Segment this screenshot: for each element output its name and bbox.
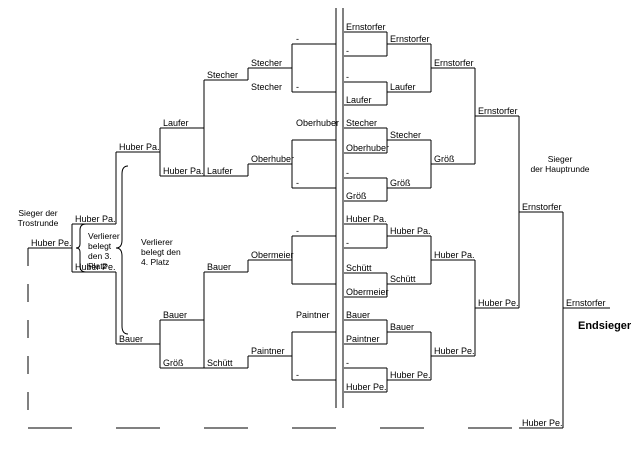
cb-c1-name: -	[296, 82, 299, 92]
sieger-hauptrunde-line1: Sieger	[547, 154, 573, 164]
wb-r1-name: -	[346, 358, 349, 368]
wb-r3-name: Größ	[434, 154, 455, 164]
wb-r2-name: Bauer	[390, 322, 415, 332]
sieger-trostrunde-line1: Sieger der	[18, 208, 58, 218]
wb-r1-name: Obermeier	[346, 287, 389, 297]
wb-r2-name: Laufer	[390, 82, 416, 92]
wb-r2-name: Stecher	[390, 130, 422, 140]
final-right-name: Ernstorfer	[566, 298, 606, 308]
cb-c2-name: Obermeier	[251, 250, 294, 260]
sieger-hauptrunde-line2: der Hauptrunde	[530, 164, 590, 174]
wb-r2-name: Huber Pa.	[390, 226, 431, 236]
cb-c5-name: Bauer	[119, 334, 144, 344]
wb-r2-name: Huber Pe.	[390, 370, 431, 380]
wb-r1-name: Laufer	[346, 95, 372, 105]
cb-c7-name: Huber Pe.	[31, 238, 72, 248]
wb-r2-name: Schütt	[390, 274, 416, 284]
wb-r1-name: -	[346, 46, 349, 56]
verlierer-platz-3-note: Verlierer belegt den 3. Platz	[88, 231, 120, 271]
cb-c5-name: Huber Pa.	[119, 142, 160, 152]
cb-c6-name: Huber Pa.	[75, 214, 116, 224]
brace-platz-4-icon	[115, 165, 129, 335]
wb-r4-name: Huber Pe.	[478, 298, 519, 308]
cb-c2-name: Oberhuber	[251, 154, 295, 164]
sieger-hauptrunde-label: Sieger der Hauptrunde	[520, 154, 600, 174]
sieger-trostrunde-line2: Trostrunde	[17, 218, 59, 228]
wb-r1-name: Huber Pe.	[346, 382, 387, 392]
wb-r1-name: Schütt	[346, 263, 372, 273]
wb-r3-name: Ernstorfer	[434, 58, 474, 68]
brace-platz-3-icon	[75, 223, 87, 273]
wb-r4-name: Ernstorfer	[478, 106, 518, 116]
sieger-trostrunde-label: Sieger der Trostrunde	[8, 208, 68, 228]
verlierer-platz-4-note: Verlierer belegt den 4. Platz	[141, 237, 181, 267]
cb-c3-name: Stecher	[207, 70, 239, 80]
wb-r5-name: Ernstorfer	[522, 202, 562, 212]
cb-c2-name: Paintner	[251, 346, 285, 356]
cb-c4-name: Größ	[163, 358, 184, 368]
wb-r3-name: Huber Pe.	[434, 346, 475, 356]
wb-r3-name: Huber Pa.	[434, 250, 475, 260]
cb-c1-name: Oberhuber	[296, 118, 340, 128]
cb-c4-name: Huber Pa.	[163, 166, 204, 176]
wb-r1-name: Stecher	[346, 118, 378, 128]
cb-c3-name: Laufer	[207, 166, 233, 176]
cb-c6-name: Huber Pe.	[75, 262, 116, 272]
wb-r2-name: Größ	[390, 178, 411, 188]
cb-c1-name: -	[296, 226, 299, 236]
wb-r1-name: Ernstorfer	[346, 22, 386, 32]
wb-r2-name: Ernstorfer	[390, 34, 430, 44]
final-left-name: Huber Pe.	[522, 418, 563, 428]
cb-c3-name: Bauer	[207, 262, 232, 272]
wb-r1-name: Huber Pa.	[346, 214, 387, 224]
endsieger-label: Endsieger	[578, 320, 632, 332]
cb-c4-name: Bauer	[163, 310, 188, 320]
wb-r1-name: Bauer	[346, 310, 371, 320]
cb-c1-name: -	[296, 178, 299, 188]
wb-r1-name: Paintner	[346, 334, 380, 344]
cb-c1-name: Stecher	[251, 82, 283, 92]
cb-c1-name: -	[296, 34, 299, 44]
wb-r1-name: -	[346, 72, 349, 82]
wb-r1-name: -	[346, 238, 349, 248]
wb-r1-name: Größ	[346, 191, 367, 201]
wb-r1-name: -	[346, 168, 349, 178]
cb-c2-name: Stecher	[251, 58, 283, 68]
cb-c1-name: Paintner	[296, 310, 330, 320]
cb-c3-name: Schütt	[207, 358, 233, 368]
wb-r1-name: Oberhuber	[346, 143, 390, 153]
cb-c4-name: Laufer	[163, 118, 189, 128]
cb-c1-name: -	[296, 370, 299, 380]
